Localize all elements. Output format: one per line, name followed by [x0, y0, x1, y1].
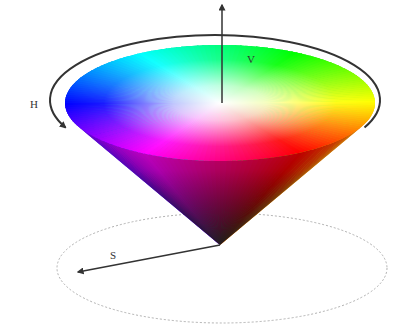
white-center	[65, 45, 375, 161]
hue-disk	[65, 45, 375, 161]
cone-shading	[65, 45, 375, 245]
saturation-arrow	[78, 245, 220, 272]
cone-body	[65, 45, 375, 245]
axis-label: S	[110, 250, 116, 261]
hue-arrow	[50, 35, 380, 128]
value-arrow	[221, 5, 223, 103]
axis-label: V	[247, 54, 255, 65]
axis-label: H	[30, 99, 38, 110]
